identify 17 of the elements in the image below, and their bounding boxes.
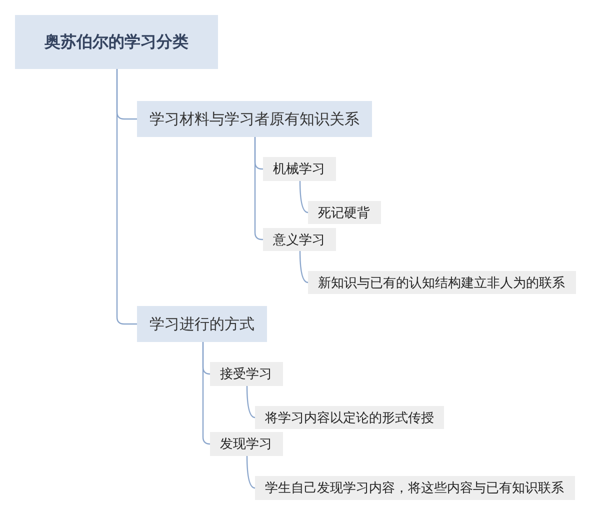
detail-box: 将学习内容以定论的形式传授 <box>255 406 444 429</box>
topic-box: 学习进行的方式 <box>137 306 267 342</box>
subtopic-box: 接受学习 <box>210 362 283 386</box>
connector-line <box>299 181 308 214</box>
detail-box: 新知识与已有的认知结构建立非人为的联系 <box>308 271 576 294</box>
detail-box: 死记硬背 <box>308 201 381 224</box>
subtopic-box: 机械学习 <box>263 157 336 181</box>
connector-line <box>299 251 308 284</box>
connector-line <box>246 386 256 418</box>
subtopic-box: 意义学习 <box>263 228 336 251</box>
central-topic-box: 奥苏伯尔的学习分类 <box>15 15 218 69</box>
connector-line <box>246 456 256 489</box>
detail-box: 学生自己发现学习内容，将这些内容与已有知识联系 <box>255 476 575 500</box>
topic-box: 学习材料与学习者原有知识关系 <box>137 101 372 137</box>
subtopic-box: 发现学习 <box>210 432 283 456</box>
connector-line <box>116 69 137 325</box>
connector-line <box>202 342 211 445</box>
